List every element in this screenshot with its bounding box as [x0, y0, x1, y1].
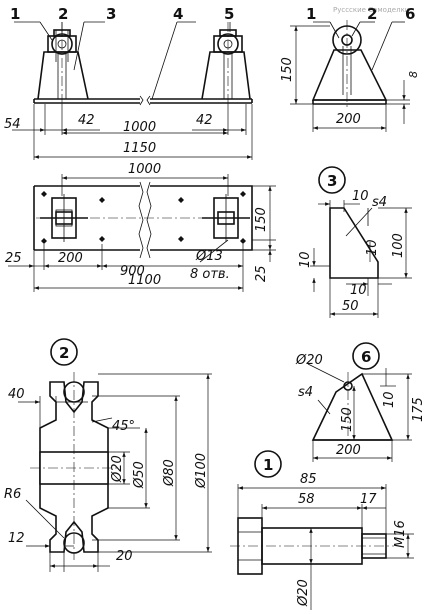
part-6-dim-200: 200 — [336, 443, 361, 458]
part-3-dim-50: 50 — [342, 299, 359, 314]
part-2-dim-20: 20 — [116, 549, 133, 564]
callout-5: 5 — [224, 5, 234, 23]
dim-1150: 1150 — [123, 141, 156, 156]
part-2-dim-d20: Ø20 — [110, 455, 125, 483]
part-2-r6: R6 — [4, 487, 21, 502]
plan-dim-25-left: 25 — [5, 251, 22, 266]
callout-2-end: 2 — [367, 5, 377, 23]
part-2-dim-40: 40 — [8, 387, 25, 402]
part-1-dim-85: 85 — [300, 472, 317, 487]
dim-42-left: 42 — [78, 113, 95, 128]
plan-dim-25-right: 25 — [254, 265, 269, 282]
plan-dim-1100: 1100 — [128, 273, 161, 288]
callout-3: 3 — [106, 5, 116, 23]
part-2-dim-d80: Ø80 — [162, 459, 177, 487]
part-3-dim-10-bottom: 10 — [350, 283, 367, 298]
part-6-dim-150: 150 — [340, 407, 355, 432]
part-2-dim-45: 45° — [112, 419, 135, 434]
dim-42-right: 42 — [196, 113, 213, 128]
part-1-m16: M16 — [393, 520, 408, 548]
end-view: Руссские Самоделки 1 2 6 150 8 200 — [280, 5, 420, 132]
part-3-dim-10-left: 10 — [298, 251, 313, 268]
plan-dim-900: 900 — [120, 264, 145, 279]
part-3-view: 3 10 s4 100 10 10 10 50 — [298, 166, 412, 318]
end-dim-150: 150 — [280, 57, 295, 82]
callout-1: 1 — [10, 5, 20, 23]
callout-2: 2 — [58, 5, 68, 23]
part-2-dim-12: 12 — [8, 531, 25, 546]
callout-4: 4 — [173, 5, 183, 23]
part-3-dim-100: 100 — [391, 233, 406, 258]
part-1-d20: Ø20 — [296, 579, 311, 607]
side-view: 1 2 3 4 5 54 42 1000 42 1150 — [4, 5, 253, 160]
part-2-dim-d50: Ø50 — [132, 461, 147, 489]
part-2-dim-d100: Ø100 — [194, 453, 209, 489]
part-1-label: 1 — [263, 456, 273, 474]
part-6-d20: Ø20 — [295, 353, 323, 368]
dim-54: 54 — [4, 117, 21, 132]
end-dim-8: 8 — [407, 71, 420, 78]
part-6-view: 6 Ø20 s4 150 10 175 200 — [295, 342, 426, 462]
plan-hole-count: 8 отв. — [190, 267, 230, 282]
callout-6-end: 6 — [405, 5, 415, 23]
plan-hole-dia: Ø13 — [195, 249, 223, 264]
dim-1000: 1000 — [123, 120, 156, 135]
callout-1-end: 1 — [306, 5, 316, 23]
part-3-dim-10-mid: 10 — [365, 239, 380, 256]
part-6-label: 6 — [361, 348, 371, 366]
plan-dim-200: 200 — [58, 251, 83, 266]
end-dim-200: 200 — [336, 112, 361, 127]
part-1-view: 1 85 58 17 M16 Ø20 — [230, 450, 414, 610]
part-1-dim-58: 58 — [298, 492, 315, 507]
part-6-dim-175: 175 — [411, 397, 426, 422]
part-3-label: 3 — [327, 172, 337, 190]
part-3-s4: s4 — [372, 195, 387, 210]
part-2-label: 2 — [59, 344, 69, 362]
part-2-view: 2 40 45° Ø20 Ø50 Ø80 Ø100 R6 — [4, 338, 212, 572]
plan-dim-150: 150 — [254, 207, 269, 232]
part-3-dim-10-top: 10 — [352, 189, 369, 204]
plan-view: 1000 150 25 25 200 900 1100 Ø13 8 отв. — [5, 162, 276, 292]
watermark: Руссские Самоделки — [333, 6, 409, 14]
part-6-s4: s4 — [298, 385, 313, 400]
hole-marks — [41, 191, 246, 244]
part-1-dim-17: 17 — [360, 492, 377, 507]
part-6-dim-10: 10 — [382, 391, 397, 408]
plan-dim-1000: 1000 — [128, 162, 161, 177]
